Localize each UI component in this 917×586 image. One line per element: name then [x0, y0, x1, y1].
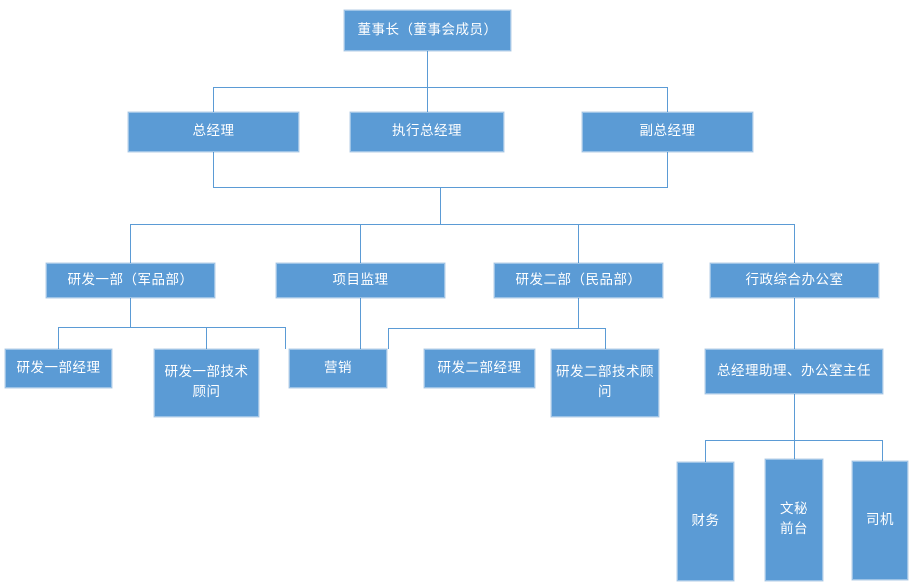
connector-level2-bar [213, 87, 668, 88]
connector-level3-bar [130, 224, 795, 225]
node-admin-office[interactable]: 行政综合办公室 [710, 263, 879, 298]
connector-gm-down [213, 152, 214, 187]
connector-gm-join-stem [440, 187, 441, 224]
node-gm-label: 总经理 [192, 123, 235, 140]
node-rd1-manager[interactable]: 研发一部经理 [5, 349, 112, 388]
node-pm-label: 项目监理 [332, 271, 389, 288]
connector-rd2-bar [388, 328, 605, 329]
node-chairman-label: 董事长（董事会成员） [357, 21, 498, 38]
connector-chairman-stem [427, 51, 428, 87]
connector-drop-pm [360, 224, 361, 263]
connector-drop-rd2-manager [388, 328, 389, 349]
connector-drop-gm [213, 87, 214, 112]
connector-gm-assistant-stem [794, 394, 795, 440]
node-chairman[interactable]: 董事长（董事会成员） [344, 10, 511, 51]
node-secretary-label: 文秘 前台 [780, 501, 808, 537]
connector-drop-rd2-advisor [605, 328, 606, 349]
connector-drop-rd1-advisor [206, 327, 207, 349]
connector-rd2-stem [578, 298, 579, 328]
node-marketing[interactable]: 营销 [289, 349, 387, 388]
node-admin-office-label: 行政综合办公室 [745, 271, 844, 288]
node-rd2-manager[interactable]: 研发二部经理 [424, 349, 535, 388]
node-rd2-label: 研发二部（民品部） [515, 271, 642, 288]
connector-rd1-bar [58, 327, 285, 328]
connector-drop-marketing-left [285, 327, 286, 349]
node-rd2-advisor-label: 研发二部技术顾问 [556, 364, 654, 400]
node-deputy-gm[interactable]: 副总经理 [582, 112, 753, 152]
connector-drop-rd1-manager [58, 327, 59, 349]
connector-drop-driver [882, 440, 883, 462]
node-rd2-manager-label: 研发二部经理 [437, 359, 522, 376]
connector-drop-exec-gm [427, 87, 428, 112]
connector-level5-bar [705, 440, 882, 441]
connector-drop-finance [705, 440, 706, 462]
node-rd1-advisor[interactable]: 研发一部技术顾问 [154, 349, 259, 417]
node-exec-gm[interactable]: 执行总经理 [350, 112, 504, 152]
node-gm[interactable]: 总经理 [128, 112, 299, 152]
node-secretary[interactable]: 文秘 前台 [765, 459, 823, 581]
node-finance-label: 财务 [691, 512, 720, 529]
connector-rd1-stem [130, 298, 131, 327]
connector-drop-deputy-gm [667, 87, 668, 112]
connector-drop-rd1 [130, 224, 131, 263]
node-exec-gm-label: 执行总经理 [392, 123, 462, 140]
node-rd1-label: 研发一部（军品部） [67, 271, 194, 288]
node-driver[interactable]: 司机 [852, 461, 908, 580]
node-rd2-advisor[interactable]: 研发二部技术顾问 [551, 349, 659, 417]
node-rd1-manager-label: 研发一部经理 [16, 359, 101, 376]
node-pm[interactable]: 项目监理 [276, 263, 445, 298]
node-rd1-advisor-label: 研发一部技术顾问 [164, 364, 249, 400]
connector-drop-secretary [794, 440, 795, 462]
connector-drop-admin-office [794, 224, 795, 263]
node-gm-assistant-label: 总经理助理、办公室主任 [717, 362, 871, 379]
node-deputy-gm-label: 副总经理 [639, 123, 696, 140]
connector-pm-stem [360, 298, 361, 349]
node-rd2[interactable]: 研发二部（民品部） [494, 263, 663, 298]
connector-drop-rd2 [578, 224, 579, 263]
connector-admin-office-stem [794, 298, 795, 349]
node-driver-label: 司机 [866, 511, 894, 528]
node-rd1[interactable]: 研发一部（军品部） [46, 263, 215, 298]
node-marketing-label: 营销 [324, 359, 352, 376]
connector-deputy-gm-down [667, 152, 668, 187]
node-finance[interactable]: 财务 [677, 462, 734, 581]
node-gm-assistant[interactable]: 总经理助理、办公室主任 [705, 349, 883, 394]
